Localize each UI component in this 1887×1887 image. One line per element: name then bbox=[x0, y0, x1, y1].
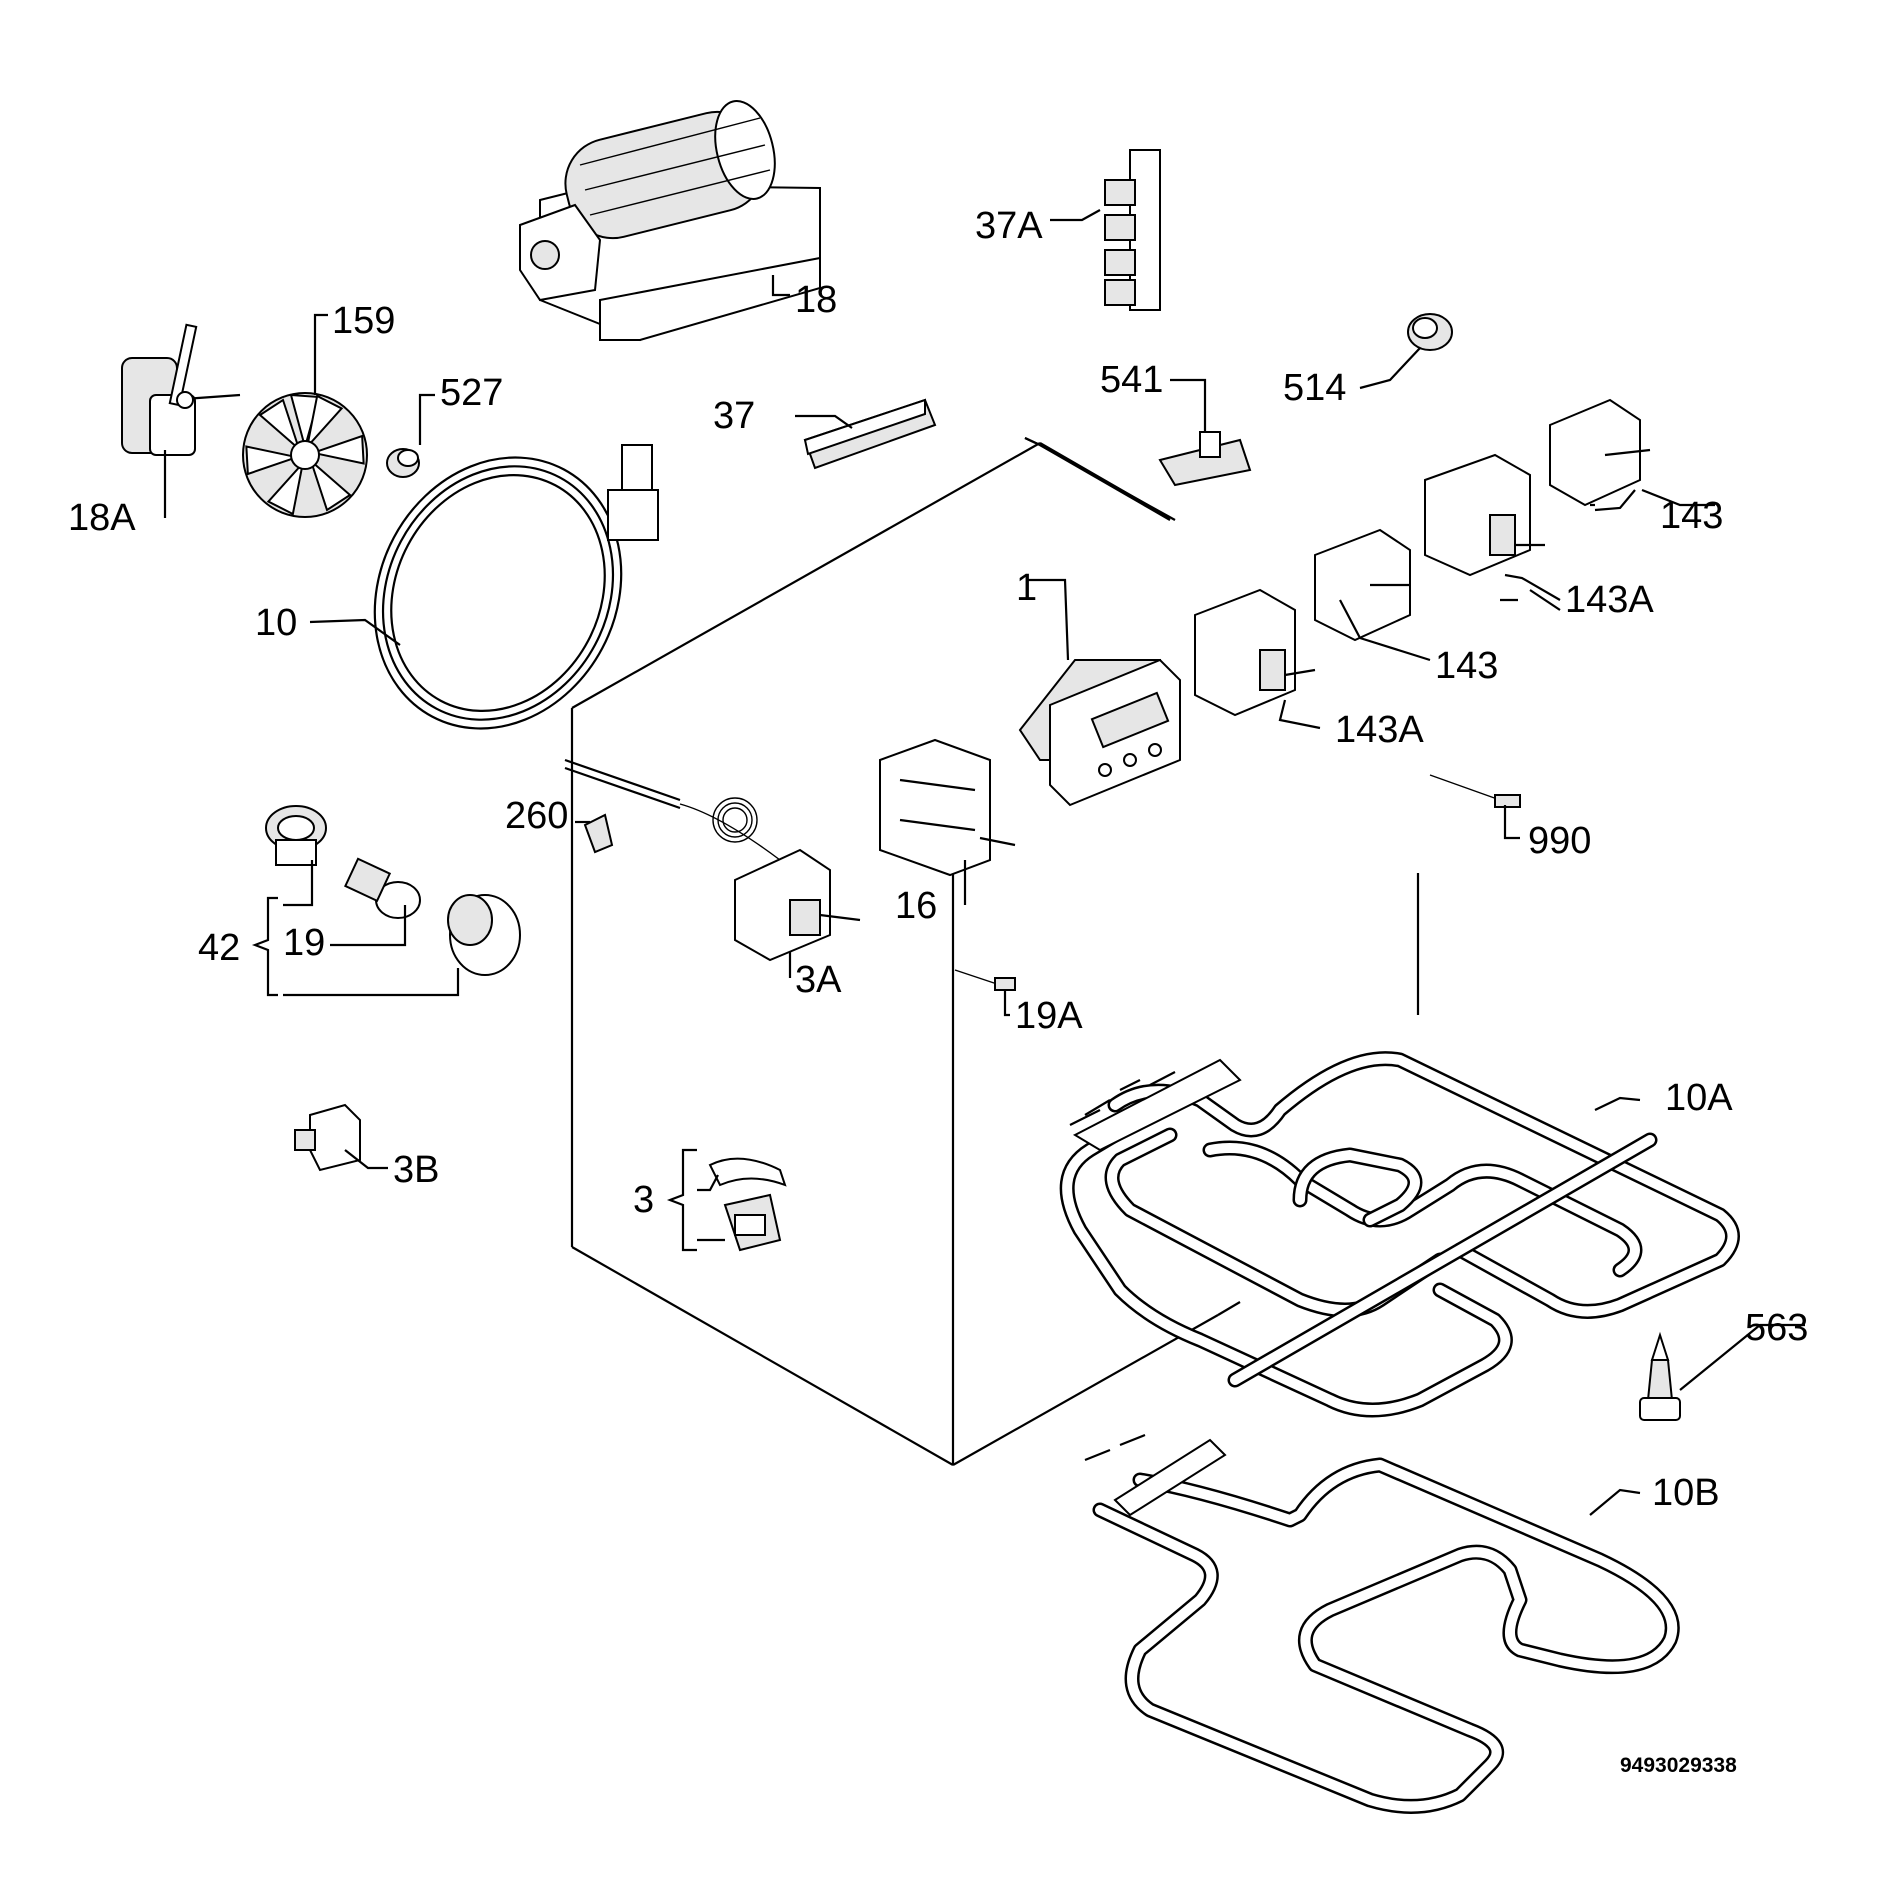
label-143-upper: 143 bbox=[1660, 495, 1723, 537]
label-19: 19 bbox=[283, 922, 325, 964]
switch-143-lower bbox=[1314, 528, 1411, 642]
label-42: 42 bbox=[198, 927, 240, 969]
label-990: 990 bbox=[1528, 820, 1591, 862]
label-260: 260 bbox=[505, 795, 568, 837]
label-3A: 3A bbox=[795, 959, 842, 1001]
lamp-group-brace bbox=[251, 896, 278, 997]
grill-element-10A-part bbox=[1059, 1051, 1740, 1418]
label-143-lower: 143 bbox=[1435, 645, 1498, 687]
lamp-holder-part bbox=[265, 805, 327, 866]
sensor-19A-part bbox=[954, 969, 1016, 991]
thermostat-sensor-bulb bbox=[564, 758, 781, 861]
selector-switch-part bbox=[879, 738, 1016, 877]
connector-part bbox=[1158, 431, 1252, 487]
label-1: 1 bbox=[1016, 567, 1037, 609]
thermostat-part bbox=[734, 848, 861, 962]
electronic-timer-part bbox=[1018, 658, 1181, 807]
label-18: 18 bbox=[795, 279, 837, 321]
sensor-990-part bbox=[1429, 774, 1521, 808]
fan-blade-part bbox=[242, 392, 368, 518]
label-37A: 37A bbox=[975, 205, 1043, 247]
label-18A: 18A bbox=[68, 497, 136, 539]
label-541: 541 bbox=[1100, 359, 1163, 401]
label-563: 563 bbox=[1745, 1307, 1808, 1349]
label-527: 527 bbox=[440, 372, 503, 414]
label-143A-lower: 143A bbox=[1335, 709, 1424, 751]
clip-3-upper bbox=[708, 1157, 787, 1187]
label-37: 37 bbox=[713, 395, 755, 437]
oven-cavity-outline bbox=[570, 437, 1420, 1466]
clip-3-lower bbox=[723, 1193, 782, 1252]
label-10: 10 bbox=[255, 602, 297, 644]
label-19A: 19A bbox=[1015, 995, 1083, 1037]
fan-motor-part bbox=[121, 323, 241, 456]
tangential-fan-part bbox=[519, 100, 821, 342]
terminal-strip-part bbox=[1104, 149, 1161, 311]
label-143A-upper: 143A bbox=[1565, 579, 1654, 621]
nut-part bbox=[386, 448, 420, 478]
lower-element-10B-part bbox=[1084, 1433, 1680, 1814]
label-3: 3 bbox=[633, 1179, 654, 1221]
lamp-bulb-part bbox=[344, 857, 421, 919]
screw-563-part bbox=[1639, 1331, 1681, 1421]
leader-lines bbox=[163, 209, 1805, 1516]
label-10B: 10B bbox=[1652, 1472, 1720, 1514]
circular-heating-element-part bbox=[373, 444, 659, 730]
thermostat-clip-part bbox=[583, 813, 614, 854]
grommet-part bbox=[1407, 313, 1453, 351]
cutout-3B-part bbox=[294, 1103, 361, 1172]
part-labels: 18 159 527 37A 37 541 514 18A 10 1 143 1… bbox=[68, 205, 1808, 1777]
lamp-cover-part bbox=[447, 894, 521, 976]
switch-143-upper bbox=[1549, 398, 1651, 507]
label-3B: 3B bbox=[393, 1149, 439, 1191]
switch-143A-upper bbox=[1424, 453, 1545, 577]
label-16: 16 bbox=[895, 885, 937, 927]
label-10A: 10A bbox=[1665, 1077, 1733, 1119]
label-159: 159 bbox=[332, 300, 395, 342]
label-514: 514 bbox=[1283, 367, 1346, 409]
clip-group-brace bbox=[666, 1148, 697, 1252]
document-number: 9493029338 bbox=[1620, 1754, 1737, 1777]
terminal-block-part bbox=[803, 398, 937, 470]
switch-143A-lower bbox=[1194, 588, 1316, 717]
